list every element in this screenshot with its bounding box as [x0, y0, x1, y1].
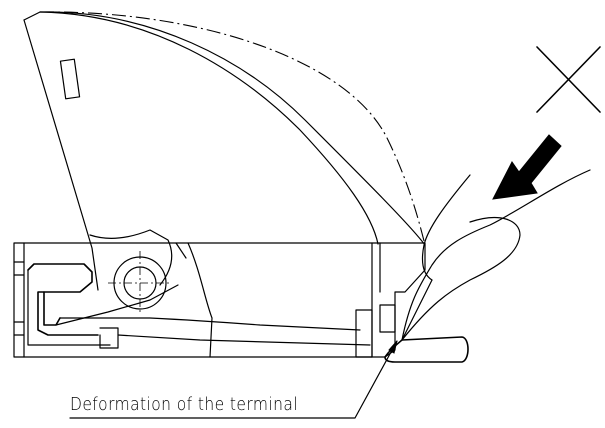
- deformation-label: Deformation of the terminal: [70, 394, 299, 415]
- insertion-arrow-icon: [492, 134, 562, 200]
- lever-window: [59, 58, 81, 100]
- rotation-arc: [39, 11, 426, 246]
- cam-circle: [108, 251, 172, 315]
- leader-line: [69, 340, 398, 419]
- tool-finger: [401, 169, 591, 341]
- inner-contact: [27, 263, 371, 349]
- housing-body: [13, 242, 426, 358]
- terminal: [355, 304, 469, 363]
- cross-mark-icon: [536, 46, 601, 113]
- lever-arm: [23, 11, 426, 291]
